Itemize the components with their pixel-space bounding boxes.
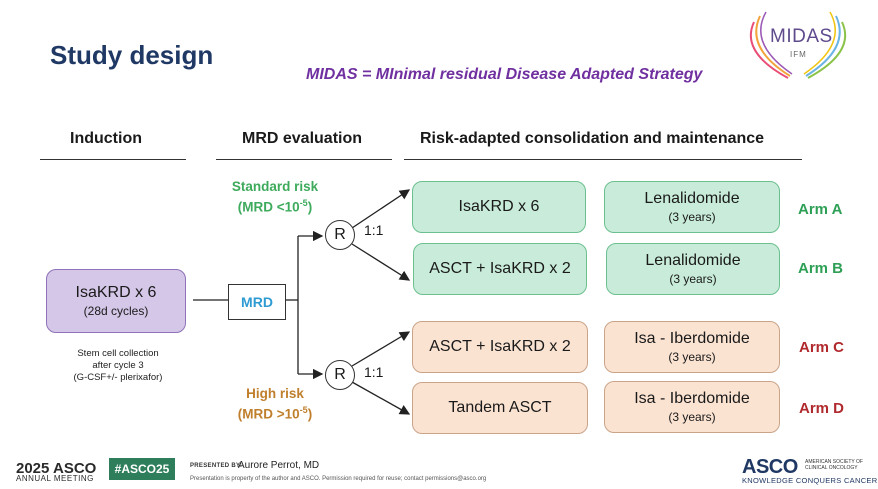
stem-cell-note: Stem cell collection after cycle 3 (G-CS… [48,348,188,384]
arm-b-label: Arm B [798,260,844,277]
induction-regimen: IsaKRD x 6 [75,284,157,301]
arm-d-label: Arm D [799,400,845,417]
standard-risk-label: Standard risk (MRD <10-5) [220,178,330,216]
footer-hashtag: #ASCO25 [109,458,175,480]
footer-disclaimer: Presentation is property of the author a… [190,476,487,482]
standard-risk-close: ) [307,199,313,215]
mrd-box: MRD [228,284,286,320]
arm-d-maintenance: Isa - Iberdomide (3 years) [604,381,780,433]
arm-a-maintenance-duration: (3 years) [668,210,716,224]
high-risk-title: High risk [246,386,304,401]
footer-society: AMERICAN SOCIETY OF CLINICAL ONCOLOGY [805,459,863,471]
logo-name: MIDAS [770,26,833,47]
column-rule-consolidation [404,159,802,160]
footer-meeting-label: ANNUAL MEETING [16,474,94,483]
footer-asco-logo: ASCO [742,456,798,478]
induction-box: IsaKRD x 6 (28d cycles) [46,269,186,333]
arm-b-maintenance-duration: (3 years) [669,272,717,286]
arm-b-consolidation: ASCT + IsaKRD x 2 [413,243,587,295]
arm-a-maintenance: Lenalidomide (3 years) [604,181,780,233]
high-risk-close: ) [307,406,313,422]
arm-c-maintenance-drug: Isa - Iberdomide [634,330,750,347]
arm-c-label: Arm C [799,339,845,356]
footer-presented-by: PRESENTED BY: [190,463,243,469]
arm-b-consolidation-text: ASCT + IsaKRD x 2 [429,260,571,277]
arm-b-maintenance: Lenalidomide (3 years) [606,243,780,295]
stem-cell-note-line1: Stem cell collection [77,348,159,359]
midas-logo-icon [749,11,847,79]
column-consolidation: Risk-adapted consolidation and maintenan… [420,130,765,147]
footer-presenter: Aurore Perrot, MD [238,460,320,471]
arm-c-maintenance-duration: (3 years) [668,350,716,364]
stem-cell-note-line2: after cycle 3 [92,360,144,371]
arm-c-maintenance: Isa - Iberdomide (3 years) [604,321,780,373]
arm-b-maintenance-drug: Lenalidomide [645,252,741,269]
logo-sub: IFM [790,50,807,59]
high-risk-threshold-text: (MRD >10 [237,406,300,422]
column-induction: Induction [70,130,142,147]
footer-tagline: KNOWLEDGE CONQUERS CANCER [742,476,878,485]
arm-a-maintenance-drug: Lenalidomide [644,190,740,207]
high-risk-threshold: (MRD >10-5) [220,402,330,423]
high-risk-label: High risk (MRD >10-5) [220,385,330,423]
randomization-circle-bottom: R [325,360,355,390]
arm-d-consolidation: Tandem ASCT [412,382,588,434]
arm-a-consolidation-text: IsaKRD x 6 [458,198,540,215]
standard-risk-threshold: (MRD <10-5) [220,195,330,216]
arm-d-consolidation-text: Tandem ASCT [448,399,552,416]
arm-d-maintenance-drug: Isa - Iberdomide [634,390,750,407]
column-mrd-evaluation: MRD evaluation [242,130,363,147]
arm-d-maintenance-duration: (3 years) [668,410,716,424]
randomization-ratio-bottom: 1:1 [364,364,384,380]
arm-c-consolidation: ASCT + IsaKRD x 2 [412,321,588,373]
arm-a-label: Arm A [798,201,843,218]
page-title: Study design [50,40,214,70]
flow-connectors [193,189,411,415]
page-subtitle: MIDAS = MInimal residual Disease Adapted… [306,66,703,83]
arm-a-consolidation: IsaKRD x 6 [412,181,586,233]
column-rule-induction [40,159,186,160]
standard-risk-title: Standard risk [231,179,319,194]
induction-cycles: (28d cycles) [83,304,149,318]
randomization-ratio-top: 1:1 [364,222,384,238]
high-risk-exponent: -5 [299,405,308,415]
stem-cell-note-line3: (G-CSF+/- plerixafor) [73,372,163,383]
footer-meeting-brand: 2025 ASCO [16,460,97,477]
column-rule-mrd [216,159,392,160]
arm-c-consolidation-text: ASCT + IsaKRD x 2 [429,338,571,355]
standard-risk-threshold-text: (MRD <10 [237,199,300,215]
standard-risk-exponent: -5 [299,198,308,208]
randomization-circle-top: R [325,220,355,250]
